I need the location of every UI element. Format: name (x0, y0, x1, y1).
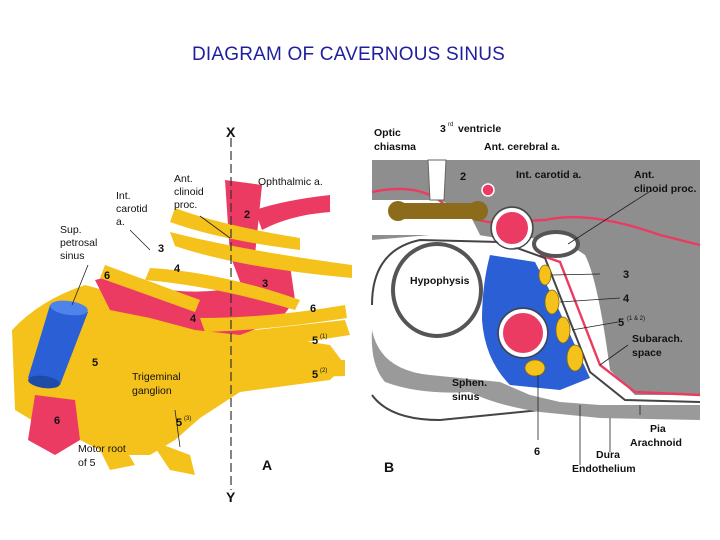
sup-petrosal-label-2: petrosal (60, 237, 97, 249)
nerve-5-3-label: 5 (176, 417, 182, 429)
trigeminal-label-1: Trigeminal (132, 371, 181, 383)
third-ventricle-word: ventricle (458, 123, 501, 135)
panel-b: Optic chiasma 3 rd ventricle Ant. cerebr… (360, 110, 700, 520)
panel-b-num3: 3 (623, 269, 629, 281)
nerve-5-3-sup: (3) (184, 416, 191, 422)
int-carotid-label-2: carotid (116, 203, 148, 215)
sphen-sinus-label-2: sinus (452, 391, 480, 403)
ant-clinoid-label-1: Ant. (174, 173, 193, 185)
trigeminal-label-2: ganglion (132, 385, 172, 397)
subarach-label-2: space (632, 347, 662, 359)
panel-a-letter: A (262, 457, 272, 473)
pia-label: Pia (650, 423, 666, 435)
panel-b-letter: B (384, 459, 394, 475)
nerve-5-1-label: 5 (312, 335, 318, 347)
nerve-5-2-label: 5 (312, 369, 318, 381)
int-carotid-label-1: Int. (116, 190, 131, 202)
ant-clinoid-label-3: proc. (174, 199, 197, 211)
panel-b-num2: 2 (460, 171, 466, 183)
nerve-2-label: 2 (244, 209, 250, 221)
dura-label: Dura (596, 449, 620, 461)
int-carotid-circle-upper (494, 210, 530, 246)
nerve-5-mid-label: 5 (92, 357, 98, 369)
optic-chiasma-label-1: Optic (374, 127, 401, 139)
ant-clinoid-label-2: clinoid (174, 186, 204, 198)
sup-petrosal-label-3: sinus (60, 250, 85, 262)
sup-petrosal-label-1: Sup. (60, 224, 82, 236)
motor-root-label-1: Motor root (78, 443, 126, 455)
panel-b-num4: 4 (623, 293, 630, 305)
arachnoid-label: Arachnoid (630, 437, 682, 449)
nerve-3-upper-label: 3 (158, 243, 164, 255)
panel-a: X Y A Ant. clinoid proc. Ophthalmic a. I… (10, 110, 362, 515)
axis-y-label: Y (226, 489, 236, 505)
optic-chiasma-label-2: chiasma (374, 141, 416, 153)
endothelium-label: Endothelium (572, 463, 636, 475)
axis-x-label: X (226, 124, 236, 140)
nerve-3-lower-label: 3 (262, 278, 268, 290)
panel-b-num5-sup: (1 & 2) (627, 316, 645, 322)
ophthalmic-label: Ophthalmic a. (258, 176, 323, 188)
int-carotid-label-3: a. (116, 216, 125, 228)
ant-cerebral-label: Ant. cerebral a. (484, 141, 560, 153)
nerve-4-lower-label: 4 (190, 313, 197, 325)
ant-clinoid-b-label-2: clinoid proc. (634, 183, 697, 195)
nerve-5-2-sup: (2) (320, 368, 327, 374)
motor-root-label-2: of 5 (78, 457, 96, 469)
subarach-label-1: Subarach. (632, 333, 683, 345)
int-carotid-circle-lower (501, 311, 545, 355)
hypophysis-shape (393, 244, 481, 336)
sphen-sinus-label-1: Sphen. (452, 377, 487, 389)
ant-clinoid-b-label-1: Ant. (634, 169, 654, 181)
ant-clinoid-shape (534, 232, 578, 256)
panel-b-num5: 5 (618, 317, 624, 329)
int-carotid-b-label: Int. carotid a. (516, 169, 581, 181)
hypophysis-label: Hypophysis (410, 275, 470, 287)
nerve-4-upper-label: 4 (174, 263, 181, 275)
nerve-6-right-label: 6 (310, 303, 316, 315)
nerve-6-left-label: 6 (104, 270, 110, 282)
nerve-5-1-sup: (1) (320, 334, 327, 340)
third-ventricle-sup: rd (448, 122, 453, 128)
nerve-6-bottom-label: 6 (54, 415, 60, 427)
panel-b-num6: 6 (534, 446, 540, 458)
third-ventricle-num: 3 (440, 123, 446, 135)
